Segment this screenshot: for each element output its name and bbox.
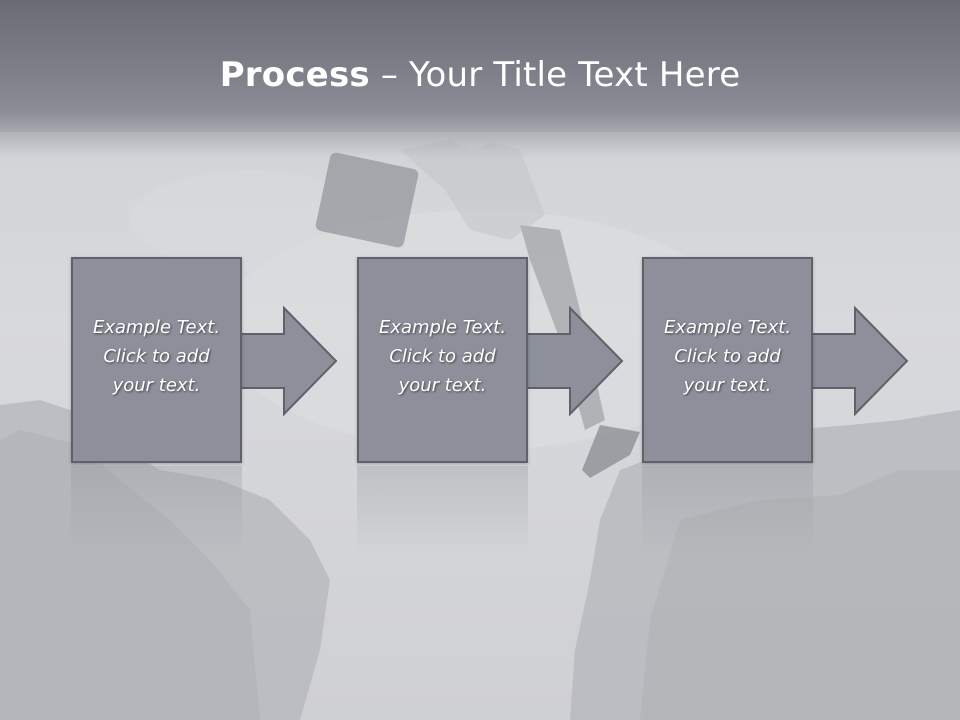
title-rest-text: – Your Title Text Here [369,55,741,95]
box-reflection [357,466,528,556]
arrow-right-icon [523,305,624,417]
title-bar: Process – Your Title Text Here [0,0,960,158]
process-step-2[interactable]: Example Text. Click to add your text. [357,257,528,463]
title-bold-text: Process [219,55,370,95]
slide-title[interactable]: Process – Your Title Text Here [0,52,960,98]
arrow-right-icon [237,305,338,417]
step-1-text[interactable]: Example Text. Click to add your text. [92,317,221,396]
process-step-1[interactable]: Example Text. Click to add your text. [71,257,242,463]
box-reflection [642,466,813,556]
process-step-3[interactable]: Example Text. Click to add your text. [642,257,813,463]
arrow-right-icon [808,305,909,417]
step-2-text[interactable]: Example Text. Click to add your text. [378,317,507,396]
box-reflection [71,466,242,556]
step-3-text[interactable]: Example Text. Click to add your text. [663,317,792,396]
